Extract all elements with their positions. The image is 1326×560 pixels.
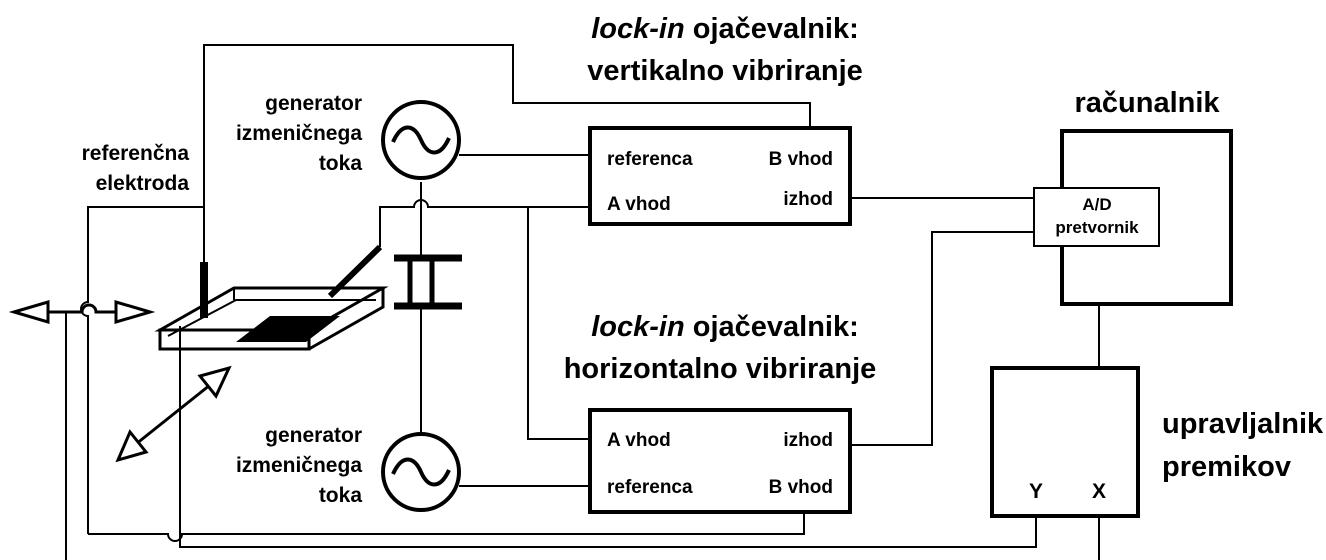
wire-branch-to-bottom-a [527,207,590,440]
wire-bottom-out-to-adc [850,231,1034,446]
generator-bottom-line3: toka [319,484,363,507]
lockin-bottom-port-a: A vhod [607,430,671,451]
wire-bottom-b-to-bus [88,512,805,542]
lockin-top-port-reference: referenca [607,149,693,170]
double-arrow-icon [8,299,156,325]
sample-dish-icon [154,262,389,351]
lockin-top-port-b: B vhod [769,149,833,170]
motion-controller-port-y: Y [1029,480,1043,503]
vibrating-electrode-icon [327,244,462,310]
wire-sample-lead [179,326,1037,548]
lockin-top-title: lock-in ojačevalnik: [591,13,859,45]
wire-electrode-to-top-b [203,44,811,262]
motion-controller-line2: premikov [1162,451,1291,483]
ac-source-icon [381,432,461,512]
lockin-bottom-title: lock-in ojačevalnik: [591,311,859,343]
wires [65,44,1100,560]
generator-bottom-line2: izmeničnega [236,454,362,477]
generator-top-line1: generator [265,92,362,115]
ac-source-icon [381,100,461,180]
lockin-horizontal-box [588,408,852,514]
motion-controller-line1: upravljalnik [1162,408,1324,440]
lockin-vertical-box [588,126,852,226]
reference-electrode-line2: elektroda [96,172,190,195]
adc-line2: pretvornik [1055,218,1139,237]
lockin-top-port-out: izhod [783,189,833,210]
adc-box [1033,187,1160,247]
generator-top-line3: toka [319,152,363,175]
generator-bottom-line1: generator [265,424,362,447]
wire-probe-to-top-a [379,199,590,247]
wire-reference-electrode [80,206,204,534]
computer-label: računalnik [1074,87,1220,119]
double-arrow-icon [115,365,232,463]
lockin-bottom-port-reference: referenca [607,477,693,498]
generator-top-line2: izmeničnega [236,122,362,145]
reference-electrode-line1: referenčna [82,142,190,165]
lockin-bottom-port-b: B vhod [769,477,833,498]
adc-line1: A/D [1082,195,1111,214]
lockin-top-subtitle: vertikalno vibriranje [587,55,863,87]
motion-controller-port-x: X [1092,480,1106,503]
motion-controller-box [990,366,1140,518]
lockin-top-port-a: A vhod [607,194,671,215]
lockin-bottom-subtitle: horizontalno vibriranje [564,353,877,385]
lockin-bottom-port-out: izhod [783,430,833,451]
